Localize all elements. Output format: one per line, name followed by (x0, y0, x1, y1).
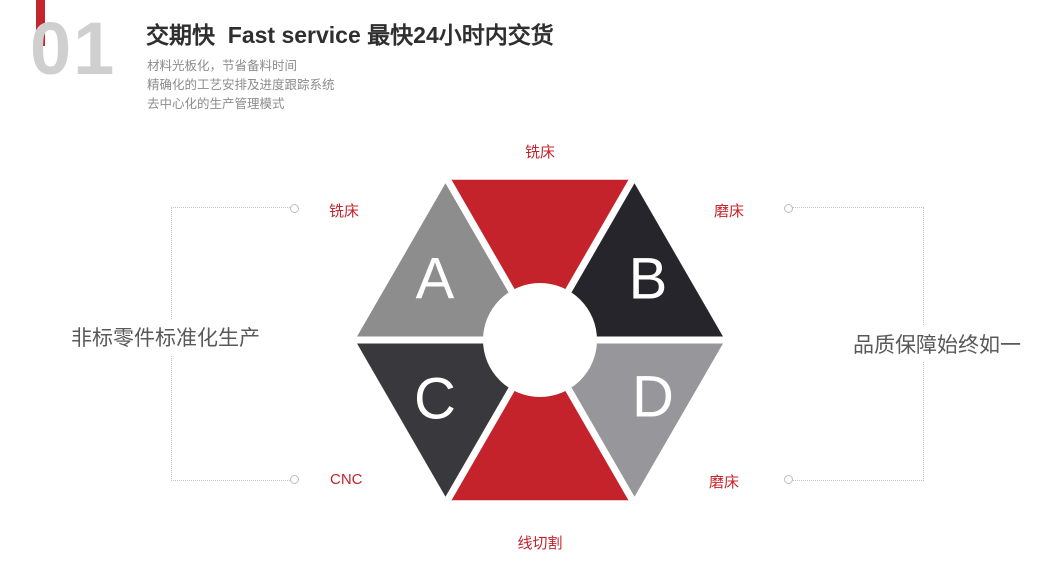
segment-bottom (447, 340, 633, 501)
label-bottom-wirecut: 线切割 (517, 535, 563, 552)
segment-top (447, 179, 633, 340)
feature-item: 去中心化的生产管理模式 (147, 97, 285, 111)
segment-letter-d: D (632, 365, 674, 430)
connector-endpoint-circle (784, 204, 793, 213)
feature-item: 材料光板化，节省备料时间 (147, 59, 298, 73)
segment-letter-b: B (629, 247, 668, 312)
center-circle (483, 283, 597, 397)
label-right-bottom-grinding: 磨床 (709, 474, 740, 491)
segment-upper-right (540, 179, 725, 340)
feature-item: 精确化的工艺安排及进度跟踪系统 (147, 78, 335, 92)
feature-list: 材料光板化，节省备料时间 精确化的工艺安排及进度跟踪系统 去中心化的生产管理模式 (147, 57, 335, 114)
page-title: 交期快 Fast service 最快24小时内交货 (146, 22, 554, 48)
segment-letter-c: C (414, 367, 456, 432)
label-left-bottom-cnc: CNC (330, 471, 363, 488)
segment-letter-a: A (416, 247, 455, 312)
label-top-milling: 铣床 (524, 144, 555, 161)
left-side-note: 非标零件标准化生产 (38, 319, 293, 355)
connector-endpoint-circle (784, 475, 793, 484)
label-right-top-grinding: 磨床 (714, 203, 745, 220)
segment-lower-left (355, 340, 540, 501)
hexagon-svg: A B C D (355, 178, 725, 502)
segment-upper-left (355, 179, 540, 340)
segment-lower-right (540, 340, 725, 501)
accent-bar (36, 0, 45, 46)
connector-endpoint-circle (290, 204, 299, 213)
hexagon-diagram: A B C D (340, 160, 740, 520)
label-left-top-milling: 铣床 (329, 203, 360, 220)
connector-endpoint-circle (290, 475, 299, 484)
section-number: 01 (30, 7, 117, 90)
right-side-note: 品质保障始终如一 (828, 326, 1046, 362)
